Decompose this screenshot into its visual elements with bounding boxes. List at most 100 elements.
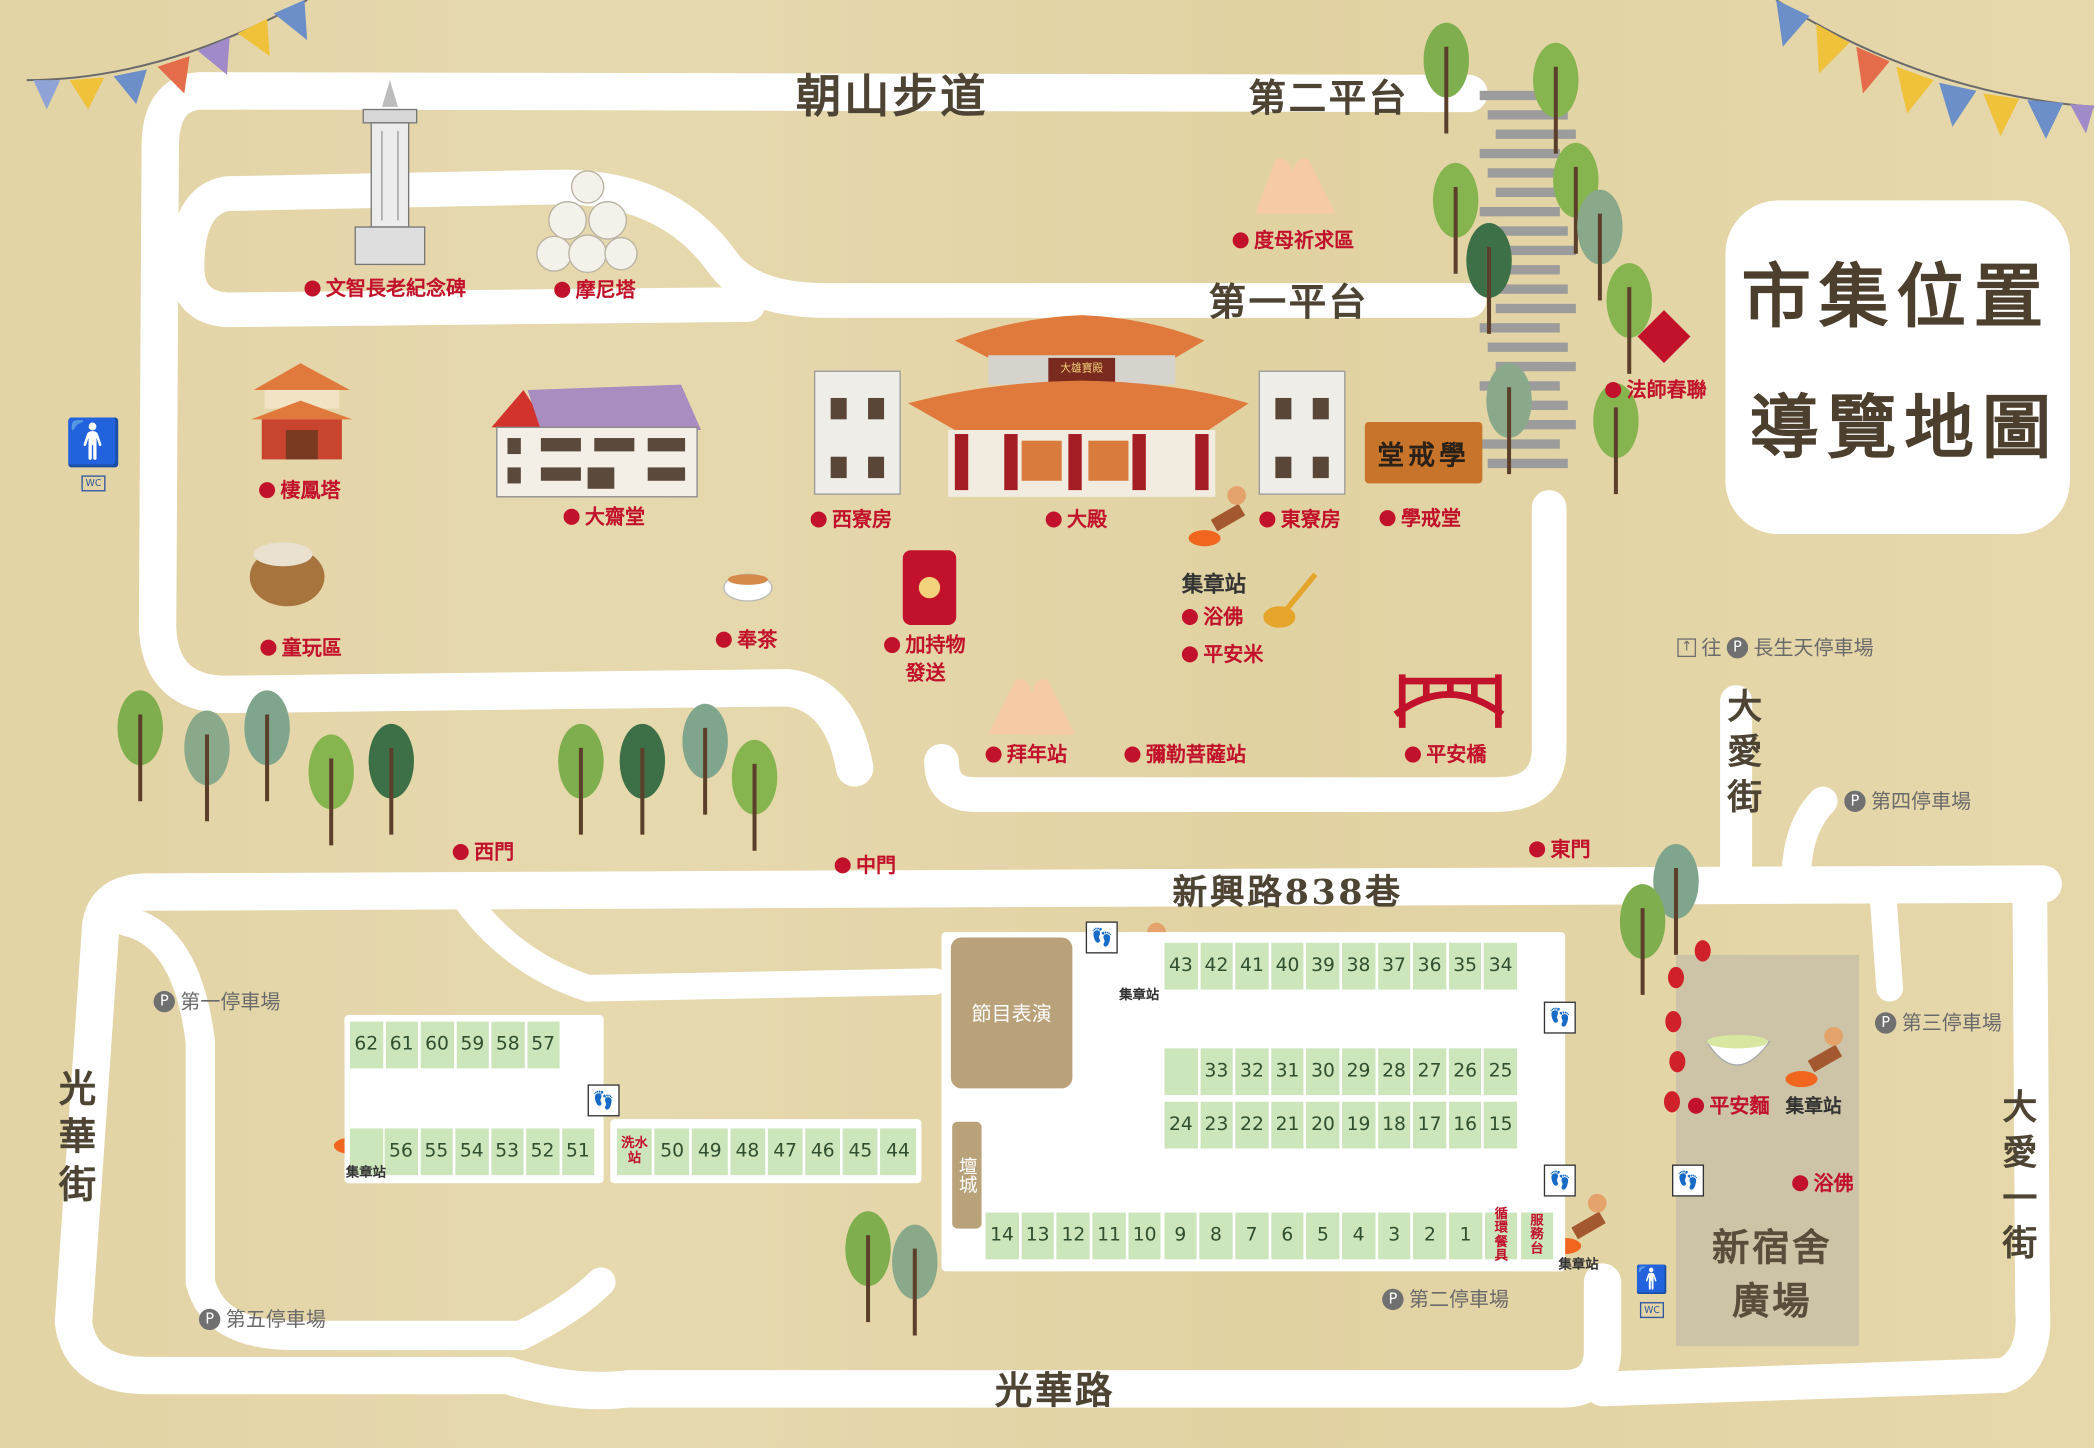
booth-cell[interactable]: 49 <box>692 1128 728 1176</box>
restroom-left[interactable]: 🚹 WC <box>63 421 124 492</box>
booth-cell[interactable]: 51 <box>561 1128 595 1176</box>
booth-cell[interactable]: 35 <box>1448 942 1482 990</box>
landmark-tara-prayer-area[interactable]: 度母祈求區 <box>1232 226 1354 254</box>
landmark-west-dorm[interactable]: 西寮房 <box>810 505 892 533</box>
booth-cell[interactable]: 55 <box>420 1128 453 1176</box>
booth-cell[interactable]: 38 <box>1342 942 1375 990</box>
booth-cell[interactable]: 洗水站 <box>616 1128 652 1176</box>
booth-cell[interactable]: 52 <box>526 1128 559 1176</box>
booth-cell[interactable]: 17 <box>1413 1101 1447 1149</box>
booth-cell[interactable] <box>1164 1048 1198 1096</box>
booth-cell[interactable]: 9 <box>1163 1212 1197 1260</box>
booth-cell[interactable]: 56 <box>384 1128 418 1176</box>
booth-cell[interactable]: 8 <box>1199 1212 1233 1260</box>
landmark-bathing-buddha-plaza[interactable]: 浴佛 <box>1792 1169 1854 1197</box>
restroom-plaza[interactable]: 🚹 WC <box>1632 1266 1672 1319</box>
landmark-precepts-hall[interactable]: 學戒堂 <box>1379 503 1461 531</box>
booth-cell[interactable]: 36 <box>1413 942 1447 990</box>
booth-cell[interactable]: 19 <box>1342 1101 1375 1149</box>
booth-cell[interactable]: 10 <box>1128 1212 1162 1260</box>
landmark-new-year-station[interactable]: 拜年站 <box>985 740 1067 768</box>
booth-cell[interactable]: 12 <box>1056 1212 1090 1260</box>
landmark-spring-couplets[interactable]: 法師春聯 <box>1605 375 1707 403</box>
booth-cell[interactable]: 53 <box>490 1128 524 1176</box>
booth-cell[interactable]: 2 <box>1413 1212 1447 1260</box>
booth-cell[interactable]: 28 <box>1377 1048 1411 1096</box>
booth-cell[interactable]: 30 <box>1306 1048 1340 1096</box>
booth-cell[interactable]: 27 <box>1413 1048 1447 1096</box>
booth-cell[interactable]: 6 <box>1270 1212 1304 1260</box>
booth-cell[interactable]: 41 <box>1235 942 1269 990</box>
booth-cell[interactable]: 31 <box>1271 1048 1304 1096</box>
booth-cell[interactable]: 14 <box>985 1212 1019 1260</box>
booth-cell[interactable]: 7 <box>1235 1212 1269 1260</box>
landmark-east-gate[interactable]: 東門 <box>1529 835 1591 863</box>
booth-cell[interactable]: 37 <box>1377 942 1411 990</box>
booth-cell[interactable]: 43 <box>1164 942 1198 990</box>
stage-performance-area[interactable]: 節目表演 <box>950 937 1073 1089</box>
booth-cell[interactable]: 48 <box>729 1128 765 1176</box>
booth-cell[interactable]: 33 <box>1200 1048 1233 1096</box>
booth-cell[interactable]: 22 <box>1235 1101 1269 1149</box>
booth-cell[interactable]: 39 <box>1306 942 1340 990</box>
booth-cell[interactable]: 57 <box>526 1021 560 1069</box>
landmark-west-gate[interactable]: 西門 <box>452 837 514 865</box>
booth-cell[interactable]: 20 <box>1306 1101 1340 1149</box>
booth-cell[interactable]: 11 <box>1092 1212 1126 1260</box>
booth-cell[interactable]: 23 <box>1200 1101 1233 1149</box>
booth-cell[interactable]: 13 <box>1021 1212 1055 1260</box>
parking-changshengtian[interactable]: ↑ 往 P 長生天停車場 <box>1677 633 1874 661</box>
landmark-bathing-buddha[interactable]: 浴佛 <box>1181 602 1243 630</box>
booth-cell[interactable]: 32 <box>1235 1048 1269 1096</box>
landmark-middle-gate[interactable]: 中門 <box>834 851 896 879</box>
booth-cell[interactable]: 50 <box>654 1128 690 1176</box>
landmark-dining-hall[interactable]: 大齋堂 <box>563 502 645 530</box>
booth-cell[interactable]: 40 <box>1271 942 1304 990</box>
booth-cell[interactable]: 1 <box>1449 1212 1483 1260</box>
booth-cell[interactable]: 3 <box>1377 1212 1411 1260</box>
altar-area[interactable]: 壇城 <box>952 1121 982 1229</box>
landmark-wenzhi-memorial[interactable]: 文智長老紀念碑 <box>304 274 466 302</box>
booth-cell[interactable]: 58 <box>491 1021 525 1069</box>
booth-cell[interactable]: 46 <box>805 1128 841 1176</box>
booth-cell[interactable]: 45 <box>842 1128 878 1176</box>
booth-cell[interactable]: 61 <box>385 1021 418 1069</box>
landmark-blessing-items[interactable]: 加持物發送 <box>884 632 969 688</box>
booth-cell[interactable]: 44 <box>880 1128 916 1176</box>
landmark-mani-stupa[interactable]: 摩尼塔 <box>554 275 636 303</box>
booth-cell[interactable]: 60 <box>420 1021 454 1069</box>
booth-cell[interactable]: 25 <box>1484 1048 1518 1096</box>
booth-cell[interactable]: 47 <box>767 1128 803 1176</box>
landmark-main-hall[interactable]: 大殿 <box>1045 505 1107 533</box>
landmark-tea-offering[interactable]: 奉茶 <box>715 625 777 653</box>
landmark-toy-area[interactable]: 童玩區 <box>260 633 342 661</box>
landmark-peace-noodles[interactable]: 平安麵 <box>1688 1091 1770 1119</box>
landmark-east-dorm[interactable]: 東寮房 <box>1259 505 1341 533</box>
booth-cell[interactable]: 54 <box>455 1128 489 1176</box>
booth-cell[interactable]: 24 <box>1164 1101 1198 1149</box>
booth-cell[interactable]: 服務台 <box>1520 1212 1554 1260</box>
booth-cell[interactable]: 59 <box>456 1021 489 1069</box>
booth-cell[interactable]: 21 <box>1271 1101 1304 1149</box>
booth-cell[interactable]: 循環餐具 <box>1484 1207 1518 1263</box>
landmark-qifeng-pagoda[interactable]: 棲鳳塔 <box>259 475 341 503</box>
booth-cell[interactable]: 5 <box>1306 1212 1340 1260</box>
booth-cell[interactable]: 15 <box>1484 1101 1518 1149</box>
landmark-maitreya-station[interactable]: 彌勒菩薩站 <box>1124 740 1246 768</box>
booth-cell[interactable]: 29 <box>1342 1048 1375 1096</box>
booth-cell[interactable]: 18 <box>1377 1101 1411 1149</box>
landmark-peace-bridge[interactable]: 平安橋 <box>1404 740 1486 768</box>
landmark-peace-rice[interactable]: 平安米 <box>1181 640 1263 668</box>
booth-cell[interactable]: 4 <box>1342 1212 1376 1260</box>
booth-cell[interactable]: 42 <box>1200 942 1233 990</box>
stamp-station-cell[interactable] <box>349 1128 383 1176</box>
booth-cell[interactable]: 26 <box>1448 1048 1482 1096</box>
booth-cell[interactable]: 62 <box>349 1021 383 1069</box>
booth-cell[interactable]: 16 <box>1448 1101 1482 1149</box>
booth-cell[interactable]: 34 <box>1484 942 1518 990</box>
